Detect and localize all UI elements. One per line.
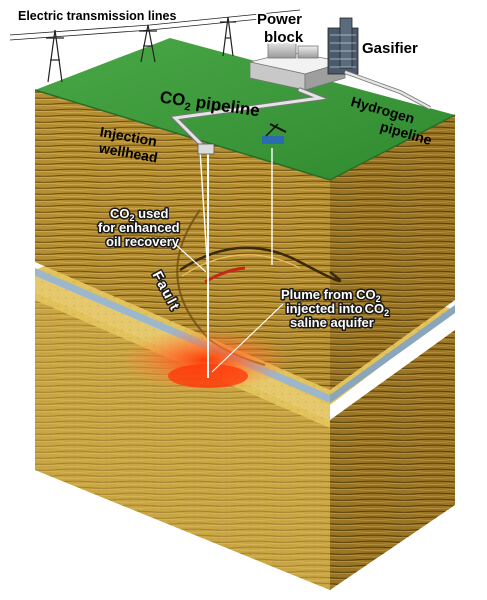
tower-3 xyxy=(220,16,236,57)
svg-text:Plume from CO2: Plume from CO2 xyxy=(281,287,381,304)
co2-pipeline xyxy=(169,87,330,151)
svg-text:oil recovery: oil recovery xyxy=(106,234,180,249)
co2-plume xyxy=(120,328,290,392)
pump-jack-icon xyxy=(262,123,287,144)
label-gasifier: Gasifier xyxy=(362,40,418,57)
transmission-lines xyxy=(9,9,301,83)
label-electric-lines: Electric transmission lines xyxy=(18,9,176,23)
svg-text:CO2 used: CO2 used xyxy=(110,206,169,223)
label-power-block-line2: block xyxy=(264,29,304,46)
injection-wellhead xyxy=(197,143,215,155)
label-power-block-line1: Power xyxy=(257,11,302,28)
wells xyxy=(199,148,273,378)
gasifier-building xyxy=(327,17,359,75)
svg-text:saline aquifer: saline aquifer xyxy=(290,315,374,330)
tower-2 xyxy=(139,24,157,63)
tower-1 xyxy=(46,29,64,83)
label-eor: CO2 used for enhanced oil recovery xyxy=(97,205,207,273)
svg-text:for enhanced: for enhanced xyxy=(98,220,180,235)
hydrogen-pipeline xyxy=(344,70,431,110)
